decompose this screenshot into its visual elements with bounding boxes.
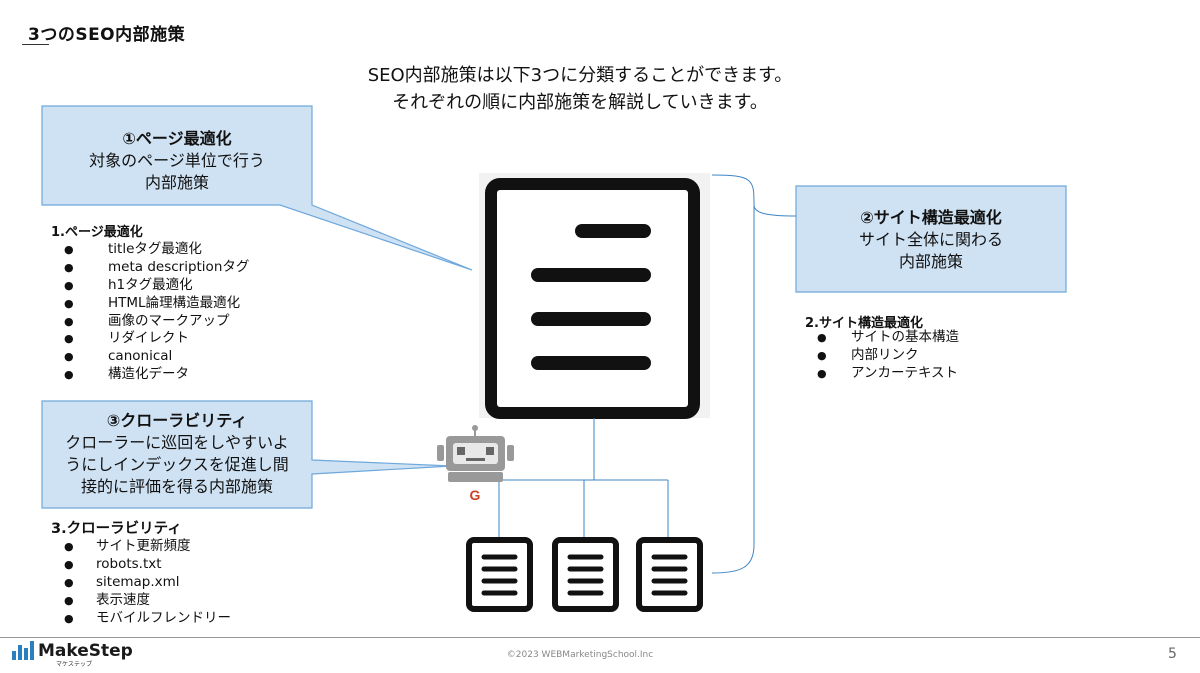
small-document-icon-3 bbox=[636, 537, 703, 612]
callout-page-line-2: 内部施策 bbox=[144, 173, 209, 192]
document-icon bbox=[479, 173, 710, 419]
brand-logo-text: MakeStep bbox=[38, 641, 133, 661]
callout-crawl-shape bbox=[41, 400, 453, 509]
section-site-heading: 2.サイト構造最適化 bbox=[805, 316, 923, 331]
section-page-heading: 1.ページ最適化 bbox=[51, 225, 143, 240]
callout-page-line-1: 対象のページ単位で行う bbox=[89, 151, 265, 170]
callout-site-line-1: サイト全体に関わる bbox=[858, 230, 1003, 249]
callout-crawl-line-3: 接的に評価を得る内部施策 bbox=[80, 477, 273, 496]
callout-crawl-title: ③クローラビリティ bbox=[106, 411, 248, 430]
intro-line-1: SEO内部施策は以下3つに分類することができます。 bbox=[367, 65, 793, 86]
intro-line-2: それぞれの順に内部施策を解説していきます。 bbox=[392, 92, 768, 113]
callout-site-title: ②サイト構造最適化 bbox=[860, 208, 1002, 227]
footer-divider bbox=[0, 637, 1200, 638]
callout-crawl-line-1: クローラーに巡回をしやすいよ bbox=[65, 433, 289, 452]
robot-icon bbox=[437, 425, 514, 482]
callout-site: ②サイト構造最適化 サイト全体に関わる 内部施策 bbox=[796, 207, 1066, 273]
title-underline bbox=[22, 44, 49, 45]
callout-crawl-line-2: うにしインデックスを促進し間 bbox=[65, 455, 289, 474]
bracket-connector bbox=[711, 174, 797, 574]
callout-crawl: ③クローラビリティ クローラーに巡回をしやすいよ うにしインデックスを促進し間 … bbox=[42, 410, 312, 498]
callout-site-line-2: 内部施策 bbox=[898, 252, 963, 271]
callout-page: ①ページ最適化 対象のページ単位で行う 内部施策 bbox=[42, 128, 312, 194]
small-document-icon-2 bbox=[552, 537, 619, 612]
small-document-icon-1 bbox=[466, 537, 533, 612]
callout-page-shape bbox=[41, 105, 473, 271]
tree-connectors bbox=[498, 418, 669, 537]
callout-site-shape bbox=[795, 185, 1067, 293]
section-crawl-heading: 3.クローラビリティ bbox=[51, 521, 182, 537]
makestep-logo-icon bbox=[12, 641, 34, 660]
intro-text: SEO内部施策は以下3つに分類することができます。 それぞれの順に内部施策を解説… bbox=[300, 62, 860, 116]
slide-title: 3つのSEO内部施策 bbox=[28, 25, 186, 45]
brand-logo-subtext: マケステップ bbox=[56, 661, 93, 668]
robot-label: G bbox=[470, 487, 481, 503]
page-number: 5 bbox=[1168, 646, 1177, 662]
copyright-text: ©2023 WEBMarketingSchool.Inc bbox=[506, 650, 654, 660]
callout-page-title: ①ページ最適化 bbox=[122, 129, 232, 148]
